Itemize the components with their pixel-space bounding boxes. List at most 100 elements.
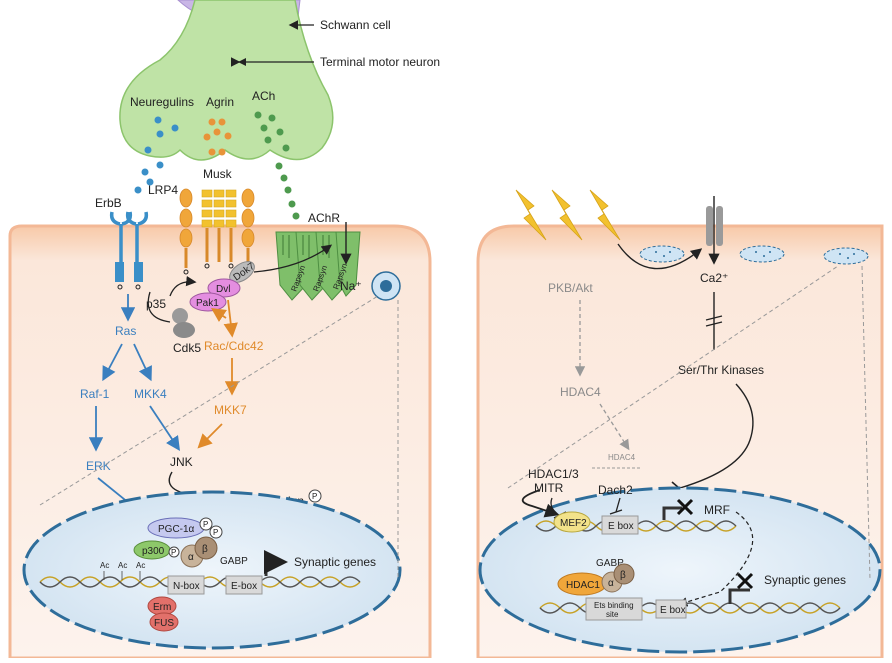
ach-vesicles <box>254 111 300 220</box>
e-box-left-label: E-box <box>231 581 257 592</box>
vesicle-2 <box>739 245 785 263</box>
synaptic-genes-right-label: Synaptic genes <box>764 573 846 587</box>
mef2-label: MEF2 <box>560 518 587 529</box>
p300-phospho-label: P <box>171 548 176 557</box>
gabp-alpha-label: α <box>188 552 194 563</box>
mef2-shape <box>553 511 591 533</box>
dvl-label: Dvl <box>216 284 230 295</box>
na-label: Na⁺ <box>340 279 362 293</box>
musk-label: Musk <box>203 167 233 181</box>
mitr-label: MITR <box>534 481 564 495</box>
terminal-motor-neuron-label: Terminal motor neuron <box>320 55 440 69</box>
c-jun-phospho <box>308 489 322 503</box>
neuregulin-vesicles <box>134 116 179 194</box>
gabp-right-alpha-label: α <box>608 578 614 589</box>
achr-label: AChR <box>308 211 340 225</box>
ca2-label: Ca2⁺ <box>700 271 728 285</box>
hdac4-to-nucleus-arrow <box>599 403 630 451</box>
small-nucleus-core <box>380 280 392 292</box>
fus-label: FUS <box>154 618 174 629</box>
gabp-right-beta <box>613 563 635 585</box>
e-box-right-2-label: E box <box>660 605 686 616</box>
erbb-label: ErbB <box>95 196 122 210</box>
erk-label: ERK <box>86 459 111 473</box>
e-box-right-2 <box>655 599 687 619</box>
p300-phospho <box>168 546 180 558</box>
dach2-label: Dach2 <box>598 483 633 497</box>
cdk5-label: Cdk5 <box>173 341 201 355</box>
n-box <box>167 575 205 595</box>
terminal-motor-neuron-shape <box>119 0 334 161</box>
gabp-beta-shape <box>194 536 218 560</box>
mrf-to-gabp-arrow <box>677 511 754 607</box>
pgc1a-phospho-2-label: P <box>213 528 218 537</box>
neuregulins-label: Neuregulins <box>130 95 194 109</box>
ca-channel-right <box>716 206 723 246</box>
synaptic-transcription-arrow-right <box>728 588 750 604</box>
ets-binding-site-label-1: Ets binding <box>594 601 634 610</box>
erbb-transmembrane-left <box>115 262 124 282</box>
rac-cdc42-label: Rac/Cdc42 <box>204 339 264 353</box>
n-box-label: N-box <box>173 581 200 592</box>
hdac4-small-label: HDAC4 <box>608 453 636 462</box>
ras-label: Ras <box>115 324 136 338</box>
erbb-receptor <box>109 211 149 262</box>
left-zoom-line-1 <box>39 295 379 506</box>
vesicle-3 <box>823 247 869 265</box>
mkk7-label: MKK7 <box>214 403 247 417</box>
pgc1a-phospho-1-label: P <box>203 520 208 529</box>
p300-label: p300 <box>142 546 165 557</box>
pgc1a-phospho-2 <box>209 525 223 539</box>
musk-receptor <box>179 188 255 275</box>
left-nucleus <box>22 490 402 650</box>
dvl-shape <box>207 278 241 298</box>
ac-label-3: Ac <box>136 561 145 570</box>
gabp-right-label: GABP <box>596 558 624 569</box>
ets-binding-site-label-2: site <box>606 610 619 619</box>
pgc1a-phospho-1 <box>199 517 213 531</box>
schwann-cell-label: Schwann cell <box>320 18 391 32</box>
left-transcription-arrow <box>264 550 288 576</box>
lightning-to-ca-arrow <box>617 243 703 270</box>
hdac1-label: HDAC1 <box>566 580 600 591</box>
vesicle-1 <box>639 245 685 263</box>
dok7-to-achr-arrow <box>253 244 333 273</box>
jnk-label: JNK <box>170 455 193 469</box>
p35-label: p35 <box>146 297 166 311</box>
hdac13-label: HDAC1/3 <box>528 467 579 481</box>
pgc1a-label: PGC-1α <box>158 524 195 535</box>
c-jun-phospho-label: P <box>312 492 317 501</box>
ac-label-1: Ac <box>100 561 109 570</box>
erm-label: Erm <box>153 602 171 613</box>
fus-shape <box>149 612 179 632</box>
lightning-bolts <box>515 189 621 241</box>
ets-binding-site <box>585 597 643 621</box>
synaptic-genes-left-label: Synaptic genes <box>294 555 376 569</box>
erbb-phospho-right <box>135 284 141 290</box>
agrin-vesicles <box>203 118 232 156</box>
pak1-label: Pak1 <box>196 298 219 309</box>
e-box-right-1-label: E box <box>608 521 634 532</box>
ac-label-2: Ac <box>118 561 127 570</box>
ser-thr-kinases-label: Ser/Thr Kinases <box>678 363 764 377</box>
ca-channel-left <box>706 206 713 246</box>
gabp-right-beta-label: β <box>620 570 626 581</box>
kinase-to-hdac-line <box>679 383 754 489</box>
cdk5-to-pak1-arrow <box>169 275 197 297</box>
ach-label: ACh <box>252 89 275 103</box>
right-zoom-line-2 <box>861 265 871 581</box>
right-zoom-line-1 <box>507 265 839 489</box>
lrp4-label: LRP4 <box>148 183 178 197</box>
mrf-label: MRF <box>704 503 730 517</box>
gabp-left-label: GABP <box>220 556 248 567</box>
raf1-label: Raf-1 <box>80 387 110 401</box>
hdac4-label: HDAC4 <box>560 385 601 399</box>
agrin-label: Agrin <box>206 95 234 109</box>
erbb-phospho-left <box>117 284 123 290</box>
pkb-akt-label: PKB/Akt <box>548 281 593 295</box>
e-box-right-1 <box>601 515 639 535</box>
gabp-beta-label: β <box>202 544 208 555</box>
pak1-shape <box>189 292 227 312</box>
